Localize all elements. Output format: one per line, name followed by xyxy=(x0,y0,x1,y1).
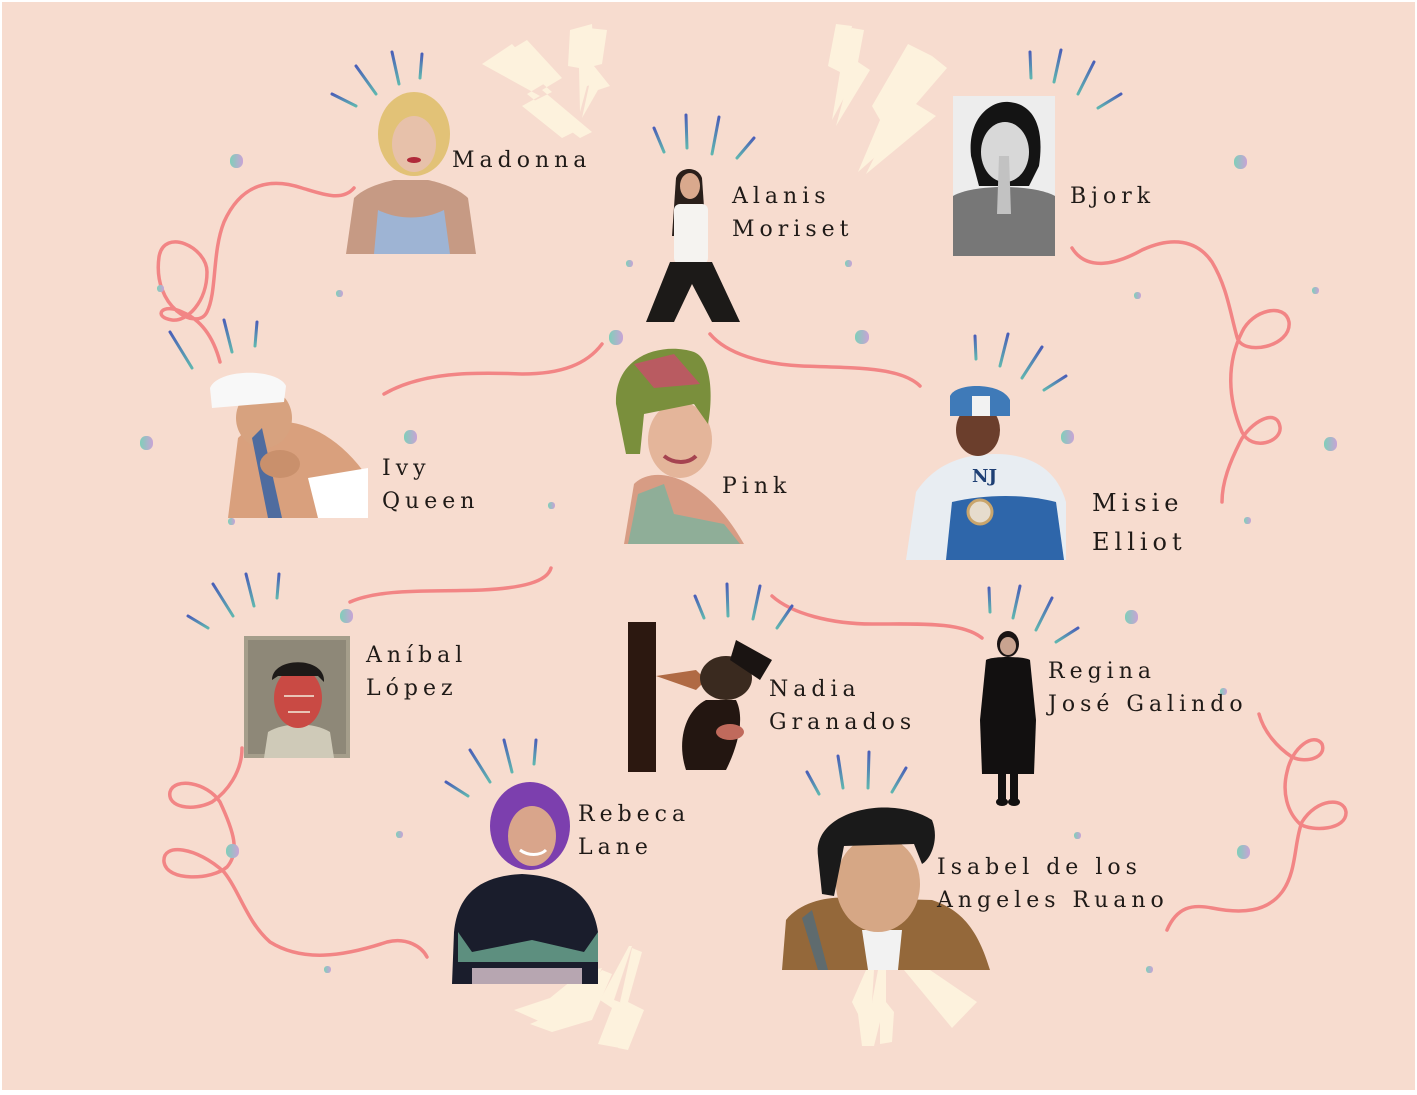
burst-icon xyxy=(652,113,756,160)
decor-dot xyxy=(230,154,243,168)
curly-line xyxy=(770,594,984,640)
decor-dot xyxy=(855,330,869,344)
decor-dot xyxy=(324,966,331,973)
decor-dot xyxy=(226,844,239,858)
name-ivy-queen: Ivy Queen xyxy=(382,456,480,514)
name-regina-jose-galindo: Regina José Galindo xyxy=(1048,659,1248,717)
portrait-illustration xyxy=(452,782,598,984)
decor-dot xyxy=(1220,688,1227,695)
lightning-bolt-icon xyxy=(904,970,977,1028)
lightning-bolt-icon xyxy=(858,44,947,174)
portrait-illustration xyxy=(953,96,1055,256)
burst-icon xyxy=(168,318,259,370)
name-pink: Pink xyxy=(722,474,792,499)
burst-icon xyxy=(973,332,1068,392)
decor-dot xyxy=(548,502,555,509)
curly-line xyxy=(348,566,553,604)
photo-regina-jose-galindo xyxy=(978,630,1038,806)
decor-dot xyxy=(157,285,164,292)
decor-dot xyxy=(336,290,343,297)
name-anibal-lopez: Aníbal López xyxy=(366,643,468,701)
photo-madonna xyxy=(346,90,476,254)
photo-rebeca-lane xyxy=(452,782,600,984)
name-misie-elliot: Misie Elliot xyxy=(1092,489,1187,556)
photo-bjork xyxy=(953,96,1055,256)
portrait-illustration xyxy=(615,348,744,544)
decor-dot xyxy=(228,518,235,525)
decor-dot xyxy=(1134,292,1141,299)
curly-line xyxy=(1070,240,1291,504)
curly-line xyxy=(1165,712,1348,932)
photo-isabel-ruano xyxy=(782,800,990,970)
portrait-illustration xyxy=(210,372,368,518)
burst-icon xyxy=(805,750,908,796)
portrait-illustration xyxy=(346,92,476,254)
burst-icon xyxy=(1028,48,1123,110)
curly-line xyxy=(162,746,429,959)
portrait-illustration xyxy=(248,640,346,758)
decor-dot xyxy=(1146,966,1153,973)
portrait-illustration xyxy=(646,169,740,322)
photo-misie-elliot: NJ xyxy=(906,382,1076,560)
decor-dot xyxy=(1237,845,1250,859)
burst-icon xyxy=(444,738,538,798)
decor-dot xyxy=(1074,832,1081,839)
photo-nadia-granados xyxy=(626,620,776,772)
decor-dot xyxy=(1061,430,1074,444)
lightning-bolt-icon xyxy=(828,24,870,126)
decor-dot xyxy=(1324,437,1337,451)
curly-line xyxy=(708,332,922,388)
name-alanis: Alanis Moriset xyxy=(732,184,854,242)
curly-line xyxy=(382,342,604,396)
decor-dot xyxy=(626,260,633,267)
photo-ivy-queen xyxy=(208,368,368,518)
burst-icon xyxy=(330,50,424,108)
svg-text:NJ: NJ xyxy=(972,466,997,487)
decor-dot xyxy=(845,260,852,267)
lightning-bolt-icon xyxy=(598,946,644,1050)
decor-dot xyxy=(1244,517,1251,524)
decor-dot xyxy=(1125,610,1138,624)
photo-anibal-lopez xyxy=(244,636,350,758)
decor-dot xyxy=(1312,287,1319,294)
photo-alanis xyxy=(646,166,742,322)
portrait-illustration xyxy=(980,631,1036,806)
lightning-bolt-icon xyxy=(852,970,894,1046)
name-bjork: Bjork xyxy=(1070,184,1156,209)
decor-dot xyxy=(404,430,417,444)
burst-icon xyxy=(693,582,794,630)
portrait-illustration xyxy=(628,622,772,772)
name-isabel-ruano: Isabel de los Angeles Ruano xyxy=(937,855,1169,913)
lightning-bolt-icon xyxy=(568,24,610,118)
burst-icon xyxy=(987,584,1080,644)
decor-dot xyxy=(1234,155,1247,169)
decor-dot xyxy=(340,609,353,623)
name-rebeca-lane: Rebeca Lane xyxy=(578,802,691,860)
decor-dot xyxy=(609,330,623,345)
name-nadia-granados: Nadia Granados xyxy=(769,677,917,735)
lightning-bolt-icon xyxy=(482,40,592,138)
name-madonna: Madonna xyxy=(452,148,592,173)
curly-line xyxy=(156,181,356,364)
photo-pink xyxy=(604,344,748,544)
decor-dot xyxy=(140,436,153,450)
portrait-illustration xyxy=(782,807,990,970)
burst-icon xyxy=(186,572,281,630)
portrait-illustration: NJ xyxy=(906,385,1066,560)
decor-dot xyxy=(396,831,403,838)
